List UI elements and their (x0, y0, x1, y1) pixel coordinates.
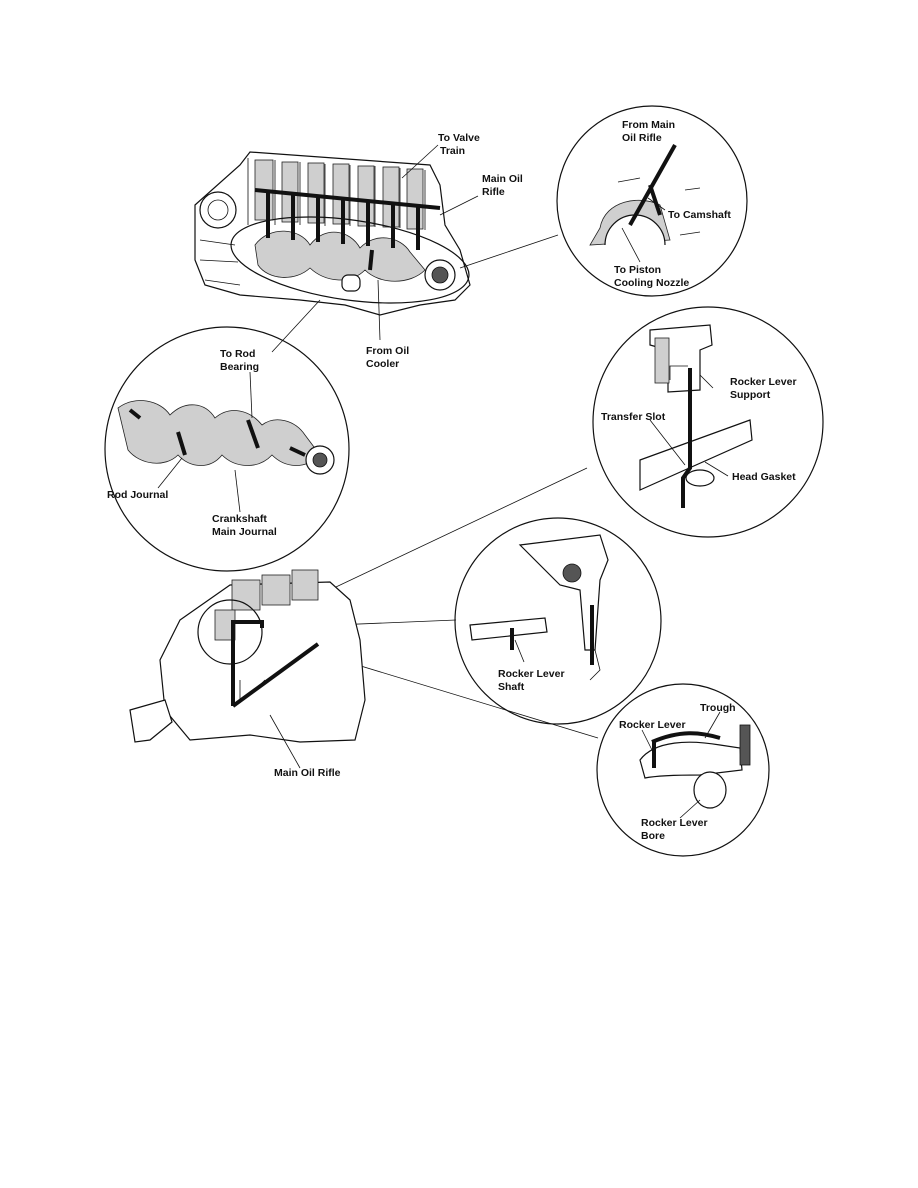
label-main-oil-rifle-top-2: Rifle (482, 186, 505, 198)
engine-block-top (194, 144, 479, 341)
label-crankshaft-main-journal: Crankshaft (212, 513, 267, 525)
rocker-lever-circle (261, 635, 770, 857)
label-main-oil-rifle-top: Main Oil (482, 173, 523, 185)
label-main-oil-rifle-bottom: Main Oil Rifle (274, 767, 341, 779)
label-crankshaft-main-journal-2: Main Journal (212, 526, 277, 538)
label-rocker-lever-shaft: Rocker Lever (498, 668, 565, 680)
label-rocker-lever-shaft-2: Shaft (498, 681, 525, 693)
label-to-rod-bearing: To Rod (220, 348, 255, 360)
rocker-shaft-circle (261, 517, 662, 725)
label-head-gasket: Head Gasket (732, 471, 796, 483)
piston-cooling-circle (459, 105, 748, 297)
label-from-oil-cooler-2: Cooler (366, 358, 399, 370)
label-to-rod-bearing-2: Bearing (220, 361, 259, 373)
engine-block-bottom (129, 569, 366, 769)
label-from-oil-cooler: From Oil (366, 345, 409, 357)
label-rocker-lever-bore: Rocker Lever (641, 817, 708, 829)
crankshaft-detail-circle (104, 299, 350, 572)
label-rocker-lever: Rocker Lever (619, 719, 686, 731)
label-rocker-lever-support-2: Support (730, 389, 771, 401)
rocker-support-circle (261, 306, 824, 623)
label-to-valve-train: To Valve (438, 132, 480, 144)
label-to-piston-cooling: To Piston (614, 264, 661, 276)
label-to-camshaft: To Camshaft (668, 209, 731, 221)
label-to-valve-train-2: Train (440, 145, 465, 157)
label-rocker-lever-support: Rocker Lever (730, 376, 797, 388)
label-to-piston-cooling-2: Cooling Nozzle (614, 277, 689, 289)
label-rocker-lever-bore-2: Bore (641, 830, 665, 842)
label-rod-journal: Rod Journal (107, 489, 168, 501)
label-transfer-slot: Transfer Slot (601, 411, 666, 423)
label-from-main-oil-rifle: From Main (622, 119, 675, 131)
label-trough: Trough (700, 702, 736, 714)
label-from-main-oil-rifle-2: Oil Rifle (622, 132, 662, 144)
labels: To Valve Train Main Oil Rifle From Oil C… (107, 119, 797, 842)
